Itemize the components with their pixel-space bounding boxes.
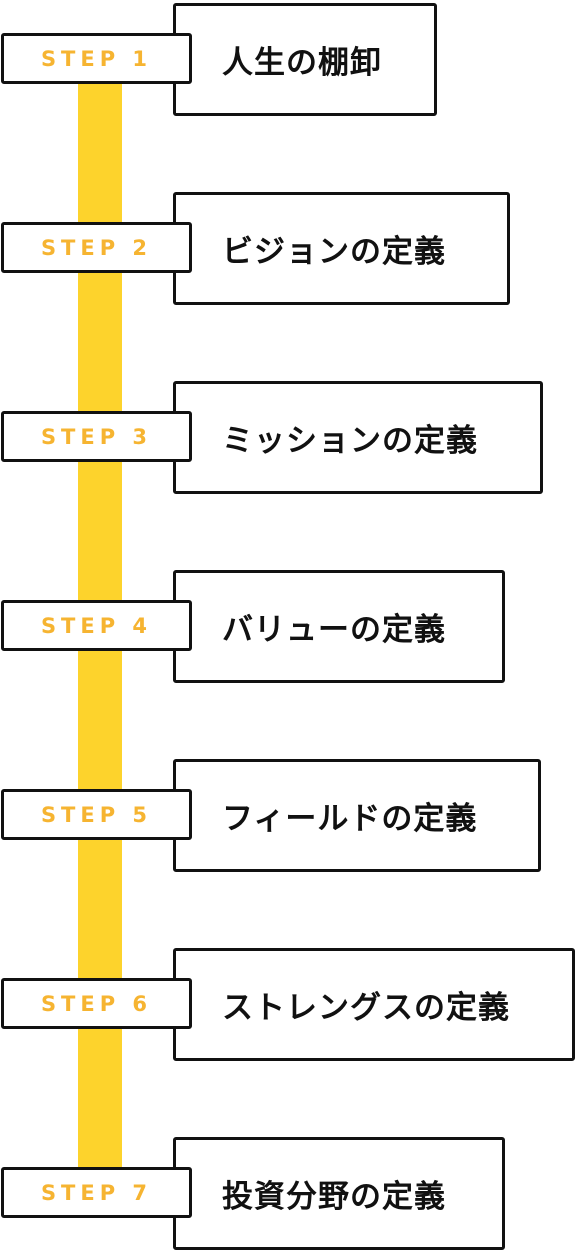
step-5-tag: STEP 5 — [1, 789, 192, 840]
step-4-title: バリューの定義 — [173, 570, 505, 683]
step-3-tag: STEP 3 — [1, 411, 192, 462]
step-1-tag: STEP 1 — [1, 33, 192, 84]
step-6-title: ストレングスの定義 — [173, 948, 575, 1061]
step-7-title: 投資分野の定義 — [173, 1137, 505, 1250]
step-1-title: 人生の棚卸 — [173, 3, 437, 116]
step-2-tag: STEP 2 — [1, 222, 192, 273]
step-6-tag: STEP 6 — [1, 978, 192, 1029]
step-7-tag: STEP 7 — [1, 1167, 192, 1218]
step-3-title: ミッションの定義 — [173, 381, 543, 494]
step-4-tag: STEP 4 — [1, 600, 192, 651]
step-2-title: ビジョンの定義 — [173, 192, 510, 305]
step-5-title: フィールドの定義 — [173, 759, 541, 872]
